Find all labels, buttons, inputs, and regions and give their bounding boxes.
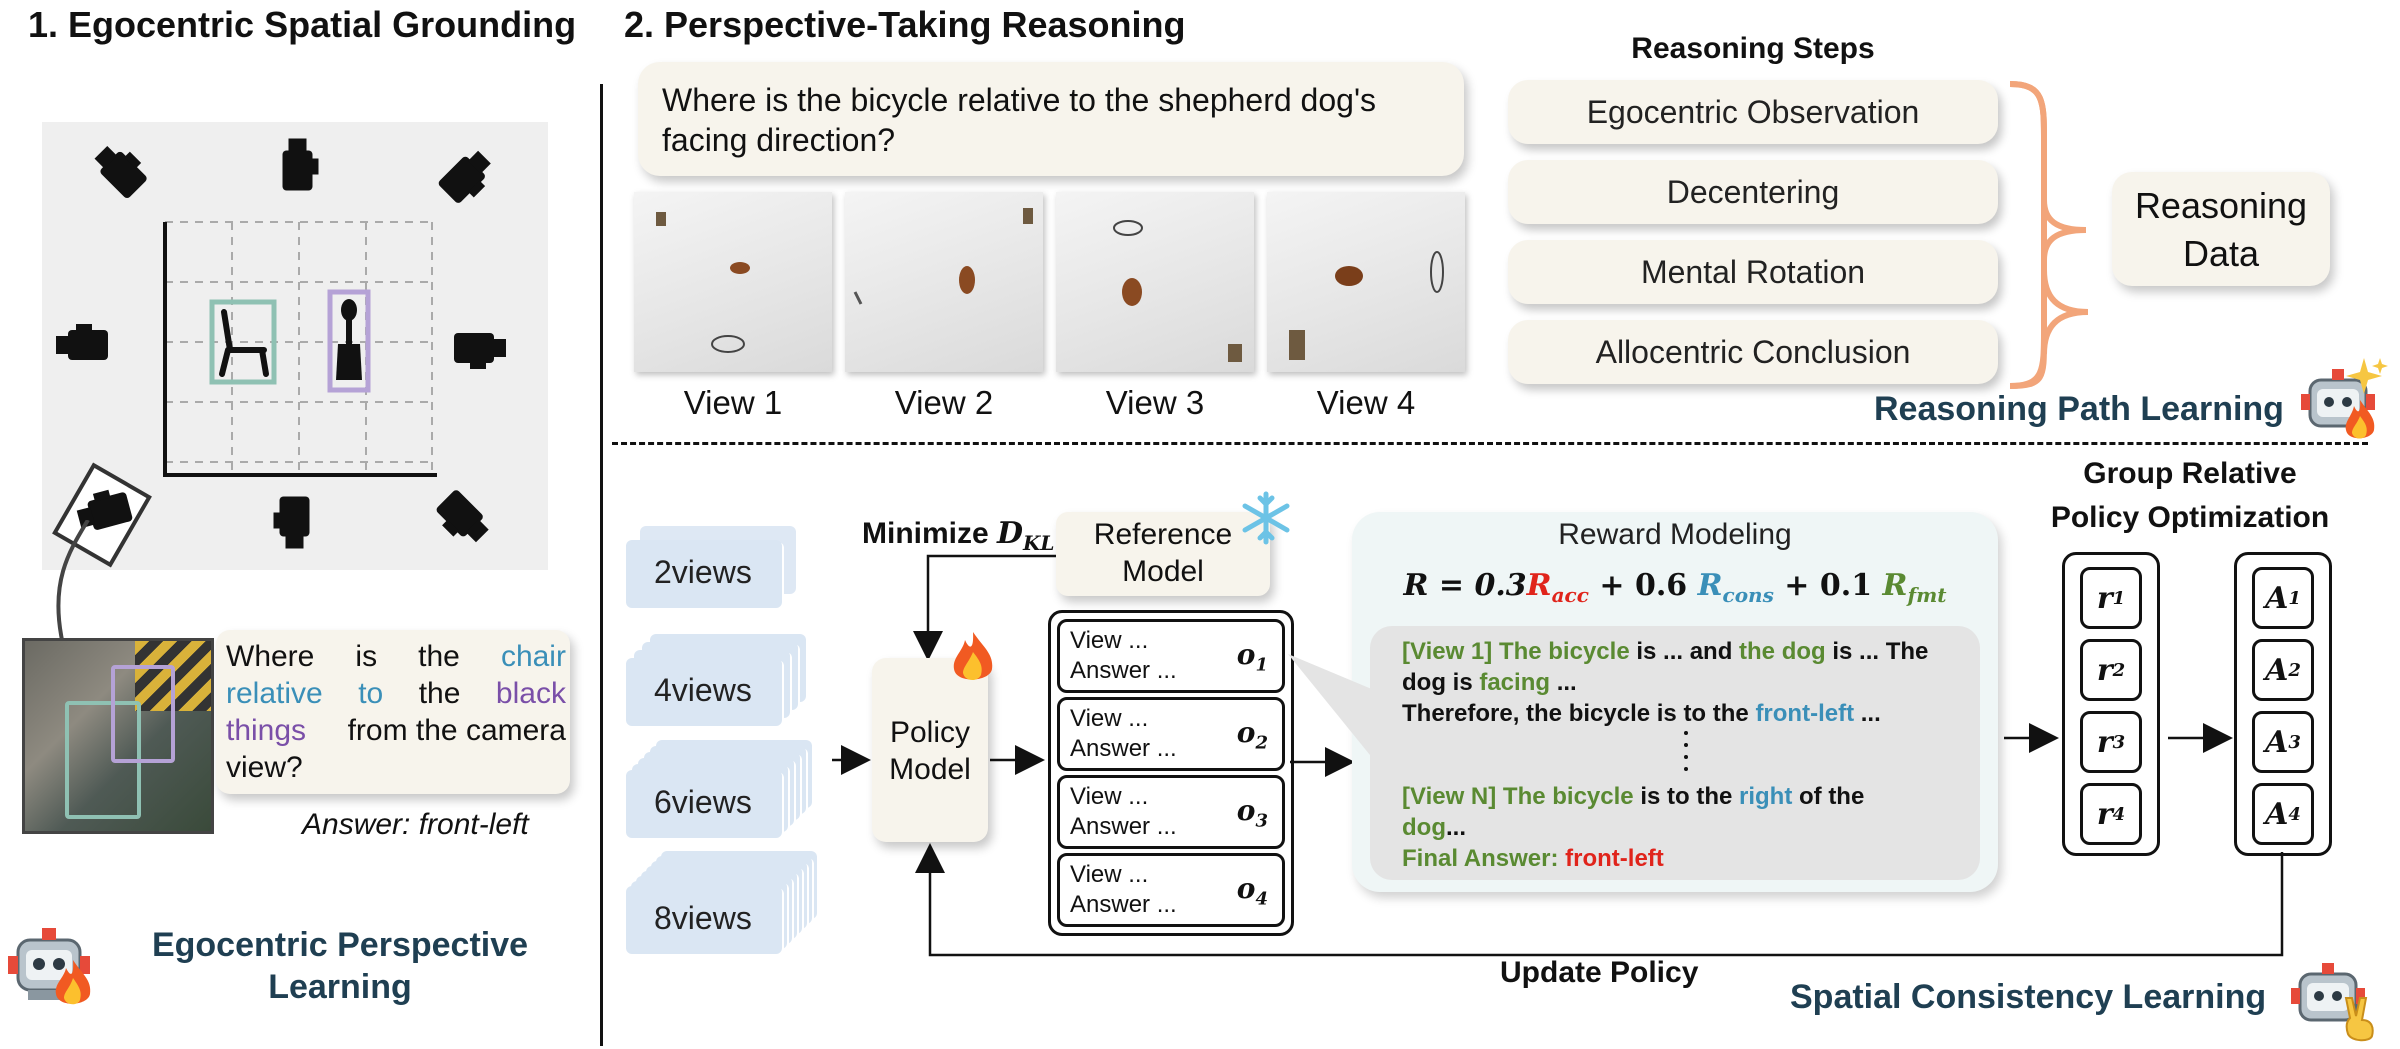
update-policy-label: Update Policy: [1500, 956, 1699, 989]
panel-divider: [600, 84, 603, 1046]
section-title-perspective: 2. Perspective-Taking Reasoning: [624, 4, 1186, 45]
trace-pointer: [1288, 654, 1374, 760]
view-image-4: [1267, 192, 1465, 372]
bottle-box: [327, 289, 371, 393]
sparkle-icon: [2340, 356, 2390, 407]
step-allocentric-conclusion: Allocentric Conclusion: [1508, 320, 1998, 384]
view-label-3: View 3: [1105, 384, 1205, 421]
view-image-2: [845, 192, 1043, 372]
question-word: relative: [226, 677, 323, 710]
ellipsis-vertical: [1402, 729, 1982, 781]
reasoning-trace-box: [1370, 626, 1980, 880]
question-word: view?: [226, 751, 303, 784]
reasoning-data-box: Reasoning Data: [2112, 172, 2330, 286]
steps-bracket: [2009, 81, 2089, 389]
fire-icon: [52, 958, 94, 1015]
output-box-4: View ...Answer ... o4: [1057, 853, 1285, 927]
reward-modeling-title: Reward Modeling: [1558, 518, 1792, 551]
minimize-kl-label: Minimize DKL: [862, 516, 1055, 555]
peace-hand-icon: [2340, 994, 2380, 1049]
chair-icon: [219, 309, 269, 377]
bottle-icon: [336, 299, 362, 380]
output-box-1: View ...Answer ... o1: [1057, 619, 1285, 693]
camera-icon: [429, 481, 500, 552]
question-word: from the camera: [347, 714, 566, 747]
section-dashed-divider: [612, 442, 2368, 445]
reasoning-path-learning-label: Reasoning Path Learning: [1874, 390, 2284, 428]
view-image-1: [634, 192, 832, 372]
step-mental-rotation: Mental Rotation: [1508, 240, 1998, 304]
camera-icon: [452, 324, 508, 369]
things-term: things: [226, 714, 307, 747]
fire-icon: [2342, 398, 2378, 449]
reasoning-trace-text: [View 1] The bicycle is ... and the dog …: [1402, 636, 1982, 874]
spatial-consistency-learning-label: Spatial Consistency Learning: [1790, 978, 2267, 1016]
outputs-group: View ...Answer ... o1 View ...Answer ...…: [1048, 610, 1294, 936]
view-label-1: View 1: [683, 384, 783, 421]
camera-photo: [22, 638, 214, 834]
view-label-2: View 2: [894, 384, 994, 421]
grpo-title: Group Relative Policy Optimization: [2050, 457, 2330, 534]
chair-term: chair: [500, 640, 566, 673]
question-word: Where: [226, 640, 315, 673]
camera-cable: [56, 520, 90, 641]
reasoning-steps-title: Reasoning Steps: [1631, 32, 1875, 65]
output-box-3: View ...Answer ... o3: [1057, 775, 1285, 849]
egocentric-question-card: Where is the chair relative to the black…: [216, 630, 570, 794]
snowflake-icon: [1238, 490, 1294, 551]
output-box-2: View ...Answer ... o2: [1057, 697, 1285, 771]
step-decentering: Decentering: [1508, 160, 1998, 224]
camera-icon: [86, 136, 154, 204]
scene-svg: [163, 221, 437, 477]
black-things-highlight: [111, 665, 175, 763]
reward-modeling-panel: Reward Modeling R = 0.3Racc + 0.6 Rcons …: [1352, 512, 1998, 892]
reward-formula: R = 0.3Racc + 0.6 Rcons + 0.1 Rfmt: [1403, 568, 1947, 607]
camera-icon: [274, 137, 319, 193]
policy-model-box: Policy Model: [872, 658, 988, 842]
view-image-3: [1056, 192, 1254, 372]
egocentric-learning-label: Egocentric Perspective Learning: [151, 926, 529, 1006]
view-label-4: View 4: [1316, 384, 1416, 421]
section-title-egocentric: 1. Egocentric Spatial Grounding: [28, 4, 577, 45]
selected-camera-icon: [52, 462, 152, 568]
fire-icon: [950, 630, 996, 691]
robot-icon: [2290, 958, 2370, 1043]
chair-box: [209, 299, 277, 385]
question-word: the: [418, 677, 461, 710]
black-term: black: [495, 677, 566, 710]
reference-model-box: Reference Model: [1056, 512, 1270, 596]
question-word: to: [358, 677, 384, 710]
perspective-question-card: Where is the bicycle relative to the she…: [638, 62, 1464, 176]
camera-icon: [273, 495, 319, 551]
question-word: the: [418, 640, 460, 673]
question-word: is: [355, 640, 378, 673]
egocentric-answer: Answer: front-left: [302, 808, 529, 841]
camera-icon: [429, 139, 500, 210]
camera-scene: [42, 122, 548, 570]
step-egocentric-observation: Egocentric Observation: [1508, 80, 1998, 144]
camera-icon: [54, 324, 110, 369]
